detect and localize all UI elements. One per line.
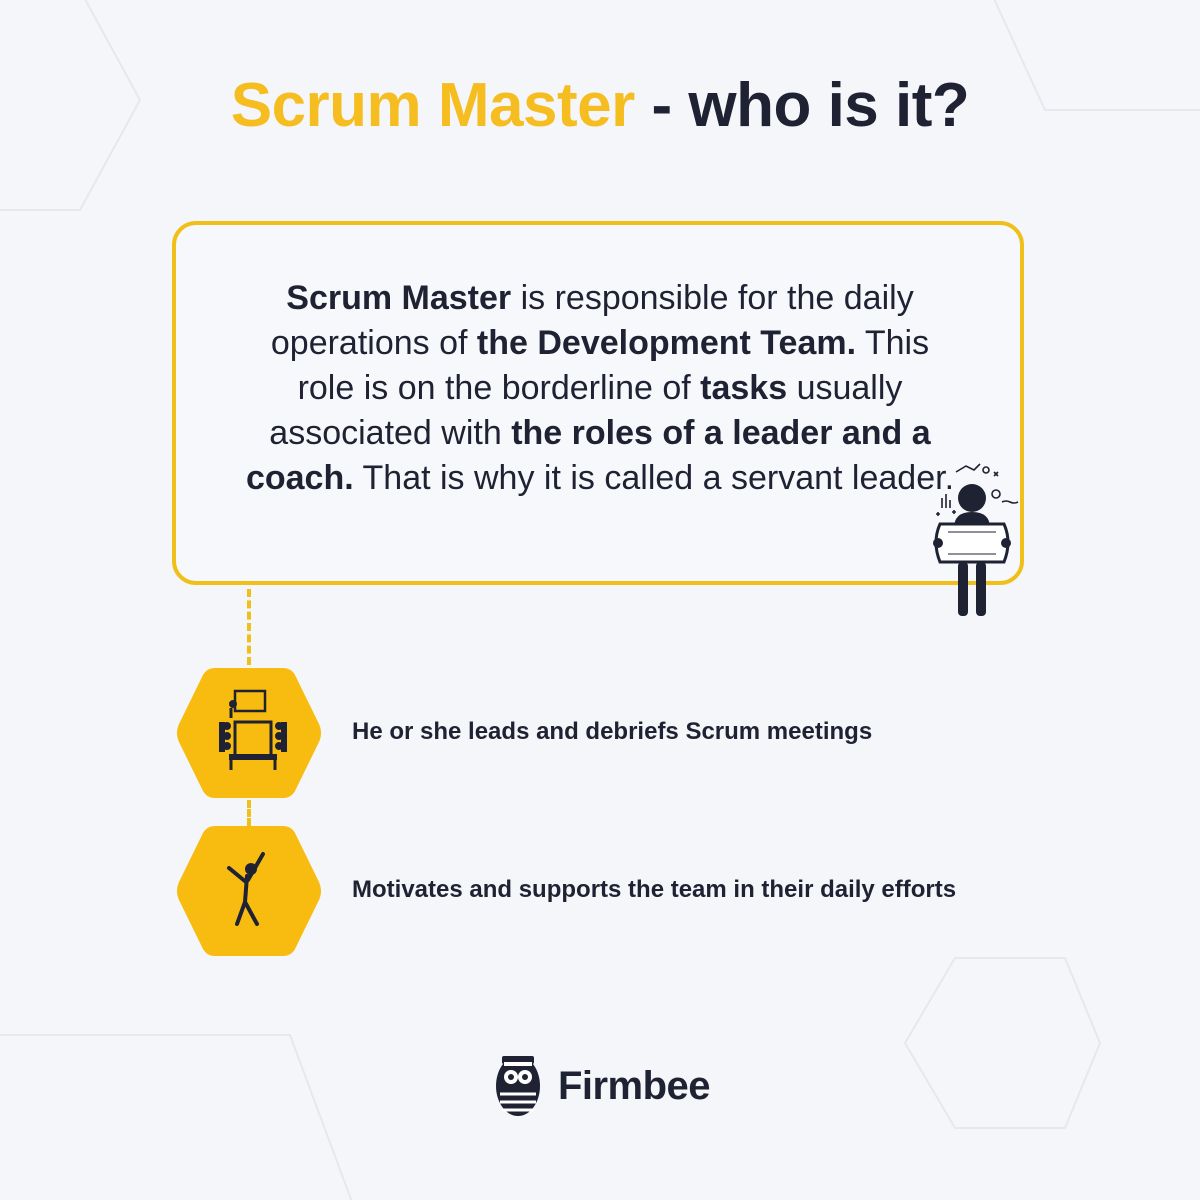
logo-group: Firmbee xyxy=(490,1050,711,1122)
connector-line-middle xyxy=(247,800,251,826)
connector-line-top xyxy=(247,589,251,665)
info-seg-5: usually associated with xyxy=(269,369,903,452)
brand-logo: Firmbee xyxy=(0,1050,1200,1122)
info-seg-3: This role is on the borderline of xyxy=(297,324,930,407)
info-seg-6: the roles of a leader and a coach. xyxy=(245,414,931,497)
bee-mascot-icon xyxy=(495,1056,540,1116)
page-title: Scrum Master - who is it? xyxy=(0,71,1200,140)
title-rest: - who is it? xyxy=(634,71,970,140)
person-holding-map-icon xyxy=(933,463,1019,616)
info-seg-0: Scrum Master xyxy=(286,279,512,317)
info-seg-2: the Development Team. xyxy=(476,324,857,362)
info-seg-4: tasks xyxy=(700,369,788,407)
info-seg-1: is responsible for the daily operations … xyxy=(270,279,914,362)
title-accent: Scrum Master xyxy=(230,71,636,140)
meeting-table-icon xyxy=(177,668,321,798)
info-seg-7: That is why it is called a servant leade… xyxy=(353,459,955,497)
info-text: Scrum Master is responsible for the dail… xyxy=(238,276,962,501)
logo-text: Firmbee xyxy=(557,1063,711,1108)
item-label-meetings: He or she leads and debriefs Scrum meeti… xyxy=(352,718,873,745)
info-box xyxy=(172,221,1024,585)
item-label-motivates: Motivates and supports the team in their… xyxy=(352,876,957,903)
cheering-person-icon xyxy=(177,826,321,956)
